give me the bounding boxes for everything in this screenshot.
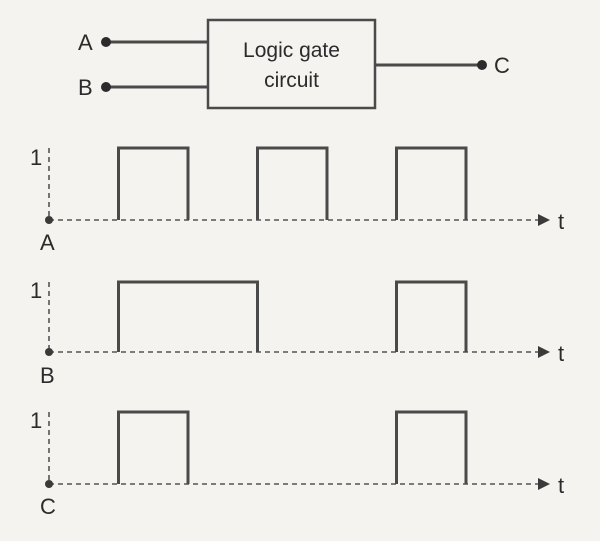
waveform-a: 1 A t [30,145,564,255]
gate-title-line2: circuit [264,69,319,92]
input-b-terminal [101,82,111,92]
waveform-c-arrow-icon [538,478,550,490]
input-a-terminal [101,37,111,47]
waveform-b-time-label: t [558,341,564,366]
waveform-c-signal [117,410,468,484]
waveform-b-name: B [40,363,55,388]
waveform-c-origin [45,480,53,488]
waveform-c: 1 C t [30,408,564,519]
waveform-c-high-label: 1 [30,408,42,433]
input-a-label: A [78,30,93,55]
waveform-c-time-label: t [558,473,564,498]
gate-title-line1: Logic gate [243,39,340,62]
waveform-b: 1 B t [30,278,564,388]
waveform-a-name: A [40,230,55,255]
waveform-b-arrow-icon [538,346,550,358]
waveform-a-origin [45,216,53,224]
waveform-a-arrow-icon [538,214,550,226]
waveform-c-name: C [40,494,56,519]
waveform-b-high-label: 1 [30,278,42,303]
waveform-a-time-label: t [558,209,564,234]
waveform-b-origin [45,348,53,356]
waveform-b-signal [117,280,468,352]
logic-gate-box [206,18,377,110]
waveform-a-signal [117,146,468,220]
output-c-label: C [494,53,510,78]
input-b-label: B [78,75,93,100]
gate-block-diagram: Logic gate circuit A B C [78,18,510,110]
waveform-a-high-label: 1 [30,145,42,170]
output-c-terminal [477,60,487,70]
